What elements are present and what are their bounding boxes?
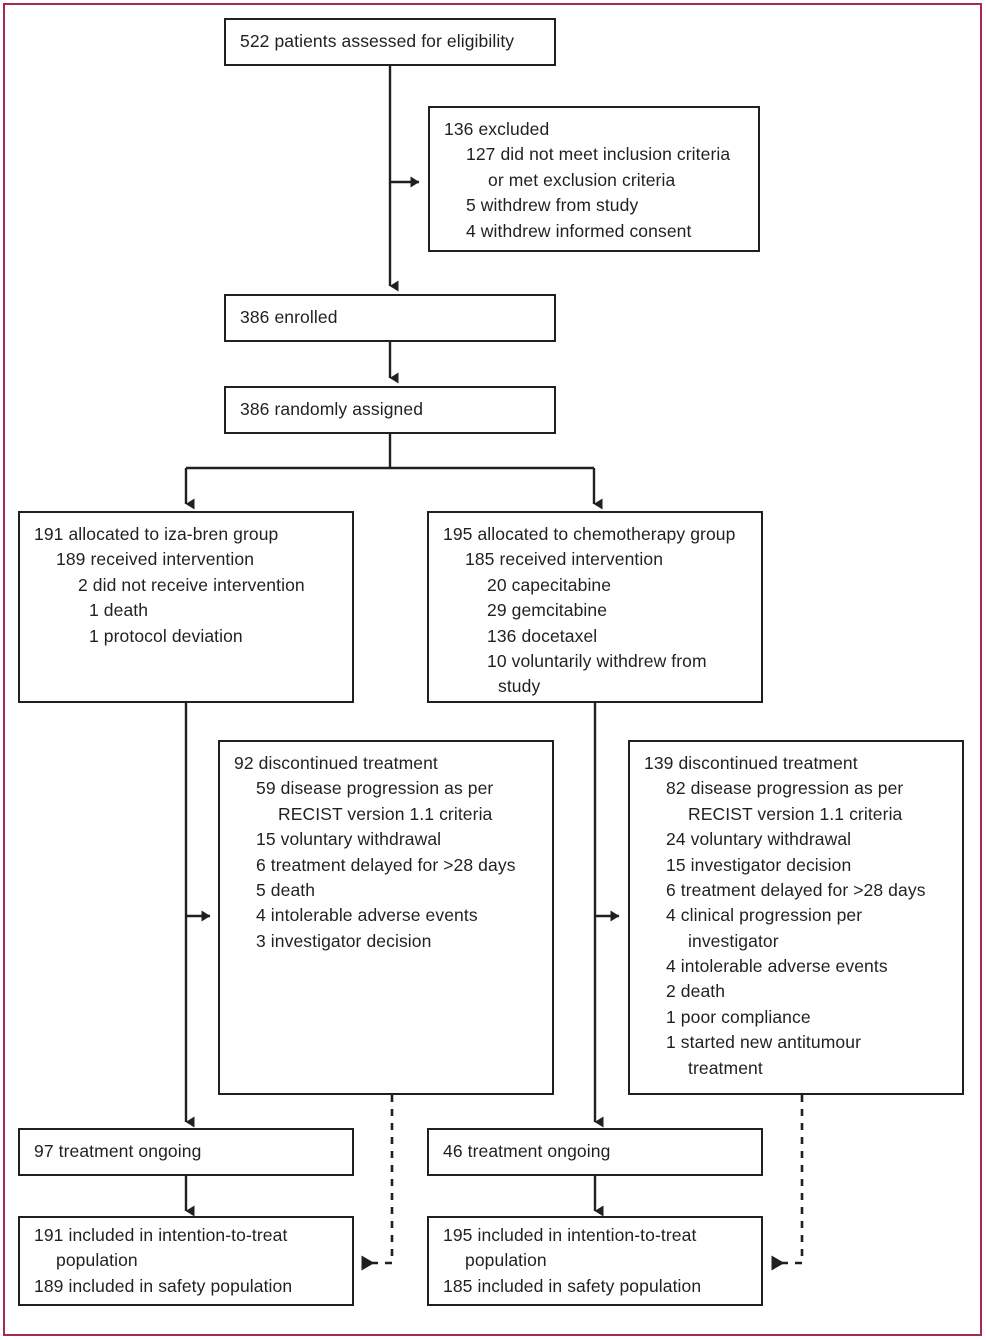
box-excluded-text: 136 excluded 127 did not meet inclusion c… — [444, 117, 746, 244]
text-line: 195 included in intention-to-treat — [443, 1224, 697, 1245]
box-analysis-iza-bren-text: 191 included in intention-to-treat popula… — [34, 1223, 340, 1299]
connector-discontinued-left-to-analysis-left — [361, 1095, 394, 1271]
text-line: 386 enrolled — [240, 307, 338, 328]
box-allocated-iza-bren: 191 allocated to iza-bren group 189 recei… — [18, 511, 354, 703]
text-line: 189 received intervention — [56, 549, 255, 570]
text-line: 1 started new antitumour — [666, 1032, 862, 1053]
text-line: 97 treatment ongoing — [34, 1141, 202, 1162]
text-line: 189 included in safety population — [34, 1275, 293, 1296]
box-analysis-iza-bren: 191 included in intention-to-treat popula… — [18, 1216, 354, 1306]
box-excluded: 136 excluded 127 did not meet inclusion c… — [428, 106, 760, 252]
box-discontinued-chemotherapy: 139 discontinued treatment 82 disease pro… — [628, 740, 964, 1095]
box-discontinued-iza-bren-text: 92 discontinued treatment 59 disease prog… — [234, 751, 540, 954]
text-line: 2 death — [666, 981, 726, 1002]
text-line: 4 clinical progression per — [666, 905, 863, 926]
text-line: 191 included in intention-to-treat — [34, 1224, 288, 1245]
box-assessed-text: 522 patients assessed for eligibility — [240, 29, 542, 54]
text-line: 4 intolerable adverse events — [256, 905, 478, 926]
box-assessed-for-eligibility: 522 patients assessed for eligibility — [224, 18, 556, 66]
box-allocated-chemotherapy: 195 allocated to chemotherapy group 185 r… — [427, 511, 763, 703]
text-line: 24 voluntary withdrawal — [666, 829, 852, 850]
text-line: 136 excluded — [444, 119, 550, 139]
text-line: 1 death — [89, 600, 149, 621]
text-line: 92 discontinued treatment — [234, 753, 438, 773]
text-line: 191 allocated to iza-bren group — [34, 524, 279, 544]
box-enrolled-text: 386 enrolled — [240, 305, 542, 330]
text-line: 5 death — [256, 879, 316, 900]
text-line: 4 withdrew informed consent — [466, 220, 692, 241]
box-enrolled: 386 enrolled — [224, 294, 556, 342]
text-line: 185 received intervention — [465, 549, 664, 570]
text-line: RECIST version 1.1 criteria — [688, 803, 903, 824]
text-line: 10 voluntarily withdrew from — [487, 650, 707, 671]
text-line: 6 treatment delayed for >28 days — [256, 854, 516, 875]
box-treatment-ongoing-chemotherapy-text: 46 treatment ongoing — [443, 1139, 749, 1164]
box-allocated-iza-bren-text: 191 allocated to iza-bren group 189 recei… — [34, 522, 340, 649]
text-line: 522 patients assessed for eligibility — [240, 31, 515, 52]
text-line: 139 discontinued treatment — [644, 753, 858, 773]
box-randomly-assigned: 386 randomly assigned — [224, 386, 556, 434]
box-treatment-ongoing-chemotherapy: 46 treatment ongoing — [427, 1128, 763, 1176]
text-line: 185 included in safety population — [443, 1275, 702, 1296]
text-line: RECIST version 1.1 criteria — [278, 803, 493, 824]
box-randomly-assigned-text: 386 randomly assigned — [240, 397, 542, 422]
box-allocated-chemotherapy-text: 195 allocated to chemotherapy group 185 r… — [443, 522, 749, 700]
text-line: population — [56, 1250, 138, 1271]
text-line: 59 disease progression as per — [256, 778, 494, 799]
text-line: treatment — [688, 1057, 763, 1078]
text-line: 136 docetaxel — [487, 625, 598, 646]
text-line: 29 gemcitabine — [487, 600, 608, 621]
text-line: 1 protocol deviation — [89, 625, 243, 646]
box-analysis-chemotherapy-text: 195 included in intention-to-treat popula… — [443, 1223, 749, 1299]
box-treatment-ongoing-iza-bren: 97 treatment ongoing — [18, 1128, 354, 1176]
text-line: or met exclusion criteria — [488, 169, 676, 190]
text-line: study — [498, 676, 541, 697]
text-line: population — [465, 1250, 547, 1271]
text-line: 195 allocated to chemotherapy group — [443, 524, 736, 544]
text-line: 46 treatment ongoing — [443, 1141, 611, 1162]
text-line: 1 poor compliance — [666, 1006, 811, 1027]
box-treatment-ongoing-iza-bren-text: 97 treatment ongoing — [34, 1139, 340, 1164]
text-line: 3 investigator decision — [256, 930, 432, 951]
text-line: 6 treatment delayed for >28 days — [666, 879, 926, 900]
connector-discontinued-right-to-analysis-right — [771, 1095, 804, 1271]
box-analysis-chemotherapy: 195 included in intention-to-treat popula… — [427, 1216, 763, 1306]
text-line: 4 intolerable adverse events — [666, 956, 888, 976]
box-discontinued-chemotherapy-text: 139 discontinued treatment 82 disease pro… — [644, 751, 950, 1081]
text-line: 15 voluntary withdrawal — [256, 829, 442, 850]
text-line: 127 did not meet inclusion criteria — [466, 144, 731, 165]
text-line: 20 capecitabine — [487, 574, 612, 595]
text-line: investigator — [688, 930, 779, 951]
box-discontinued-iza-bren: 92 discontinued treatment 59 disease prog… — [218, 740, 554, 1095]
text-line: 82 disease progression as per — [666, 778, 904, 799]
text-line: 386 randomly assigned — [240, 399, 424, 420]
text-line: 2 did not receive intervention — [78, 574, 305, 595]
text-line: 15 investigator decision — [666, 854, 852, 875]
text-line: 5 withdrew from study — [466, 195, 639, 216]
